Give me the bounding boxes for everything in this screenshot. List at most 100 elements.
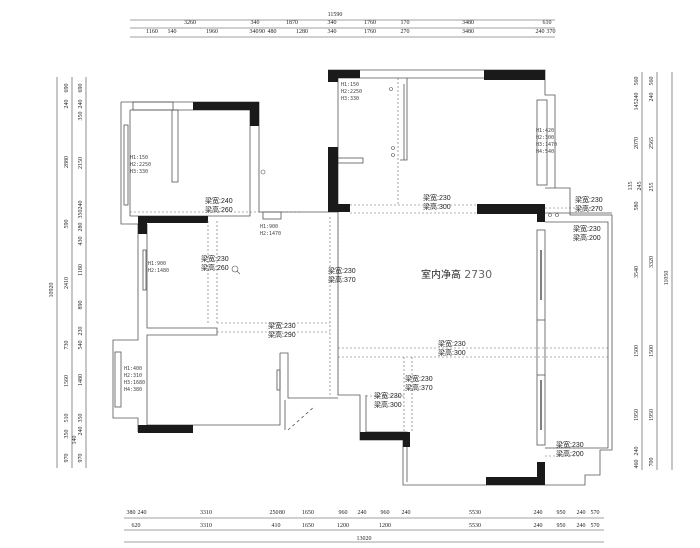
dim-right: 700 bbox=[649, 457, 655, 467]
dim-left: 890 bbox=[78, 300, 84, 310]
dim-bottom: 410 bbox=[271, 523, 281, 529]
beam-lines bbox=[130, 78, 608, 457]
dim-top: 340 bbox=[327, 20, 337, 26]
dim-top: 3480 bbox=[462, 29, 474, 35]
dim-left: 240 bbox=[78, 200, 84, 210]
ceiling-height-label: 室内净高 2730 bbox=[421, 266, 492, 281]
dim-top: 1960 bbox=[206, 29, 218, 35]
dim-right: 460 bbox=[634, 459, 640, 469]
drain-icon bbox=[548, 213, 552, 217]
dim-top: 140 bbox=[167, 29, 177, 35]
dim-bottom: 5530 bbox=[469, 523, 481, 529]
dim-right: 3540 bbox=[634, 266, 640, 278]
dim-left: 1480 bbox=[78, 374, 84, 386]
dim-left: 140 bbox=[72, 435, 78, 445]
dim-right: 2070 bbox=[634, 137, 640, 149]
dim-bottom: 570 bbox=[590, 510, 600, 516]
dim-left: 590 bbox=[64, 219, 70, 229]
fixtures bbox=[231, 87, 559, 275]
dim-bottom: 950 bbox=[556, 523, 566, 529]
dim-top: 270 bbox=[400, 29, 410, 35]
drain-icon bbox=[391, 146, 395, 150]
dim-right-total: 11050 bbox=[664, 270, 670, 286]
dim-bottom: 570 bbox=[590, 523, 600, 529]
dim-bottom: 960 bbox=[338, 510, 348, 516]
dim-top: 370 bbox=[546, 29, 556, 35]
dim-left: 730 bbox=[64, 340, 70, 350]
dim-top: 480 bbox=[267, 29, 277, 35]
dim-bottom: 240 bbox=[533, 510, 543, 516]
dim-left: 690 bbox=[78, 83, 84, 93]
ceiling-height-text: 室内净高 bbox=[421, 270, 461, 281]
dim-left: 510 bbox=[64, 413, 70, 423]
dim-left: 970 bbox=[78, 453, 84, 463]
dim-right: 1950 bbox=[634, 409, 640, 421]
drain-icon bbox=[389, 87, 393, 91]
dim-bottom: 380 bbox=[126, 510, 136, 516]
dim-bottom: 620 bbox=[131, 523, 141, 529]
dim-bottom: 960 bbox=[380, 510, 390, 516]
search-magnifier-icon bbox=[231, 265, 239, 273]
dim-left: 350 bbox=[78, 209, 84, 219]
dim-right: 560 bbox=[634, 76, 640, 86]
dim-left: 540 bbox=[78, 340, 84, 350]
dim-bottom: 1200 bbox=[337, 523, 349, 529]
dim-top: 1160 bbox=[146, 29, 158, 35]
dim-top: 610 bbox=[542, 20, 552, 26]
dim-top: 1760 bbox=[364, 29, 376, 35]
dim-bottom: 1650 bbox=[302, 523, 314, 529]
dim-right: 255 bbox=[649, 182, 655, 192]
dim-top: 1870 bbox=[286, 20, 298, 26]
dim-right: 3320 bbox=[649, 256, 655, 268]
dim-left: 230 bbox=[78, 326, 84, 336]
dim-right: 1500 bbox=[634, 345, 640, 357]
dim-right: 1950 bbox=[649, 409, 655, 421]
dim-bottom: 240 bbox=[357, 510, 367, 516]
dim-left-total: 10920 bbox=[49, 282, 55, 298]
dim-right: 580 bbox=[634, 201, 640, 211]
dim-left: 690 bbox=[64, 83, 70, 93]
dim-top: 90 bbox=[259, 29, 265, 35]
dim-bottom-total: 13020 bbox=[356, 536, 372, 542]
dim-bottom: 3310 bbox=[200, 523, 212, 529]
dim-top: 170 bbox=[400, 20, 410, 26]
dim-top: 3480 bbox=[462, 20, 474, 26]
ceiling-height-value: 2730 bbox=[464, 268, 493, 281]
drain-icon bbox=[391, 153, 395, 157]
dim-bottom: 5530 bbox=[469, 510, 481, 516]
dim-bottom: 250 bbox=[269, 510, 279, 516]
dim-left: 280 bbox=[78, 222, 84, 232]
dim-right: 2565 bbox=[649, 137, 655, 149]
dim-left: 2150 bbox=[78, 157, 84, 169]
dim-bottom: 240 bbox=[533, 523, 543, 529]
dim-top: 240 bbox=[535, 29, 545, 35]
dim-left: 240 bbox=[78, 426, 84, 436]
search-magnifier-icon bbox=[236, 270, 241, 275]
dim-bottom: 950 bbox=[556, 510, 566, 516]
dim-left: 2880 bbox=[64, 156, 70, 168]
dim-bottom: 1200 bbox=[379, 523, 391, 529]
dim-left: 350 bbox=[78, 413, 84, 423]
dim-bottom: 240 bbox=[576, 523, 586, 529]
structural-columns bbox=[138, 70, 545, 485]
dim-left: 240 bbox=[78, 99, 84, 109]
dim-bottom: 240 bbox=[401, 510, 411, 516]
dim-bottom: 3310 bbox=[200, 510, 212, 516]
dim-left: 240 bbox=[64, 99, 70, 109]
dim-left: 1180 bbox=[78, 264, 84, 276]
dim-bottom: 240 bbox=[137, 510, 147, 516]
